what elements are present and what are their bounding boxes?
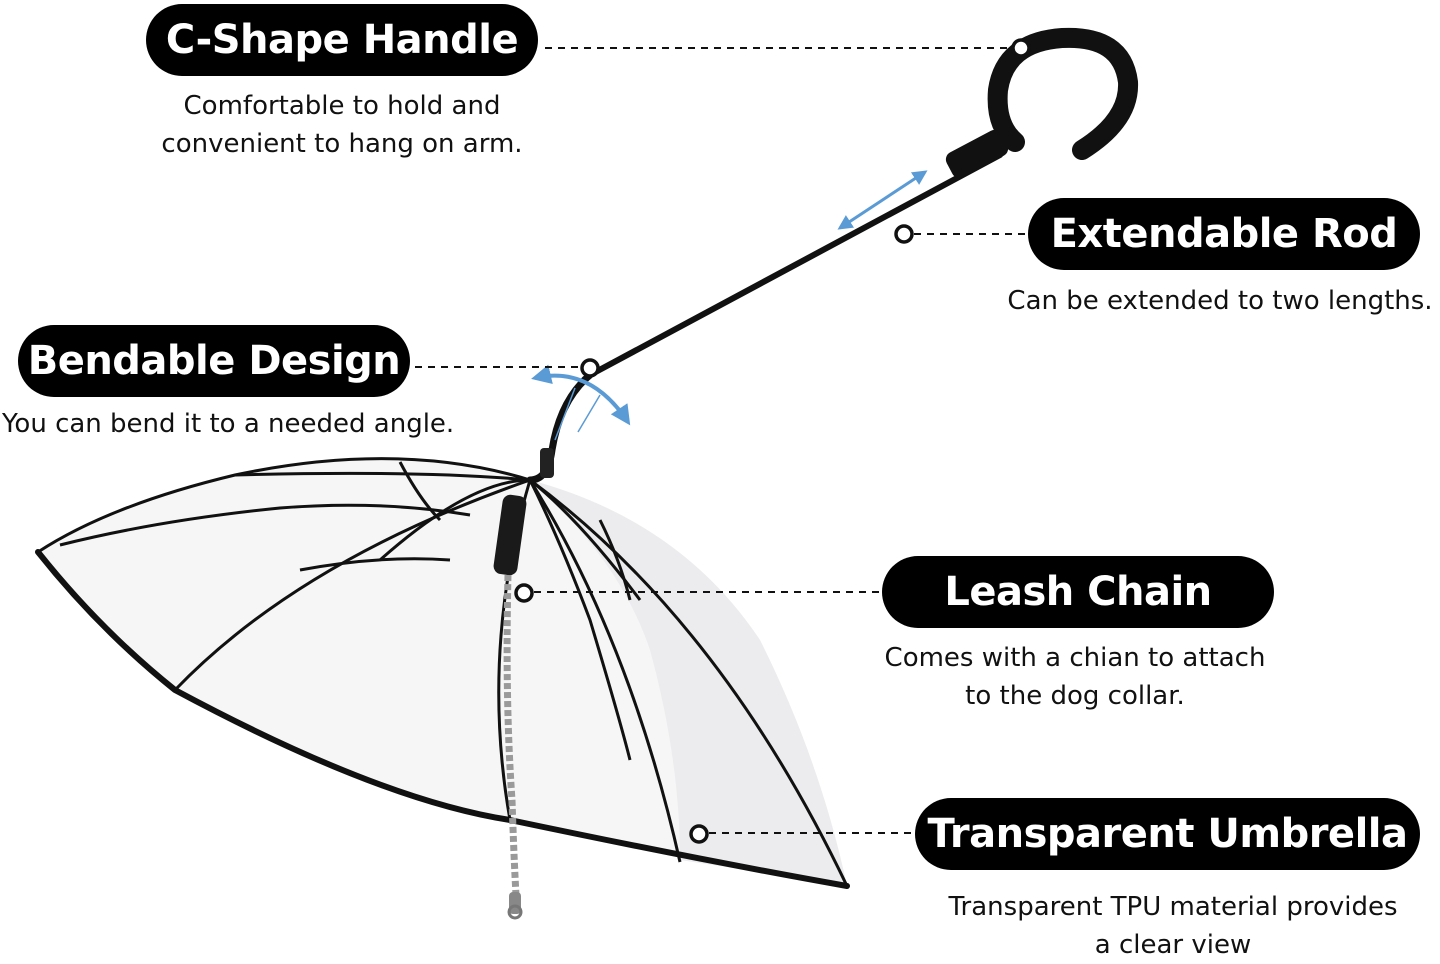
umbrella-title: Transparent Umbrella xyxy=(915,798,1420,870)
leash-description-line: Comes with a chian to attach xyxy=(884,643,1266,673)
rod-description: Can be extended to two lengths. xyxy=(1004,282,1436,320)
canopy-rim xyxy=(35,549,850,889)
umbrella-description-line: a clear view xyxy=(1094,930,1252,960)
callout-dot-icon xyxy=(1011,38,1031,58)
bend-description-line: You can bend it to a needed angle. xyxy=(2,409,455,439)
callout-dot-icon xyxy=(894,224,914,244)
callout-dot-icon xyxy=(580,358,600,378)
rod-title: Extendable Rod xyxy=(1028,198,1420,270)
handle-description-line: Comfortable to hold and xyxy=(183,91,501,121)
umbrella-canopy xyxy=(35,457,850,889)
callout-dot-icon xyxy=(514,583,534,603)
leash-description: Comes with a chian to attach to the dog … xyxy=(875,639,1275,715)
umbrella-description-line: Transparent TPU material provides xyxy=(948,892,1398,922)
leash-description-line: to the dog collar. xyxy=(965,681,1185,711)
umbrella-shaft xyxy=(493,152,1003,576)
leash-title: Leash Chain xyxy=(882,556,1274,628)
c-shape-handle xyxy=(945,27,1139,179)
handle-description: Comfortable to hold and convenient to ha… xyxy=(142,87,542,163)
handle-title: C-Shape Handle xyxy=(146,4,538,76)
bend-title: Bendable Design xyxy=(18,325,410,397)
leader-lines xyxy=(415,47,1028,834)
canopy-shade xyxy=(530,480,847,886)
umbrella-description: Transparent TPU material provides a clea… xyxy=(930,888,1416,964)
canopy-seams xyxy=(59,461,632,601)
handle-description-line: convenient to hang on arm. xyxy=(161,129,523,159)
leash-chain xyxy=(503,574,523,920)
bend-description: You can bend it to a needed angle. xyxy=(2,405,472,443)
callout-dot-icon xyxy=(689,824,709,844)
clip-hook-icon xyxy=(507,892,523,920)
bend-arrow-icon xyxy=(531,364,631,441)
rod-description-line: Can be extended to two lengths. xyxy=(1007,286,1433,316)
canopy-top-rim xyxy=(37,457,531,554)
extend-arrow-icon xyxy=(837,170,928,230)
